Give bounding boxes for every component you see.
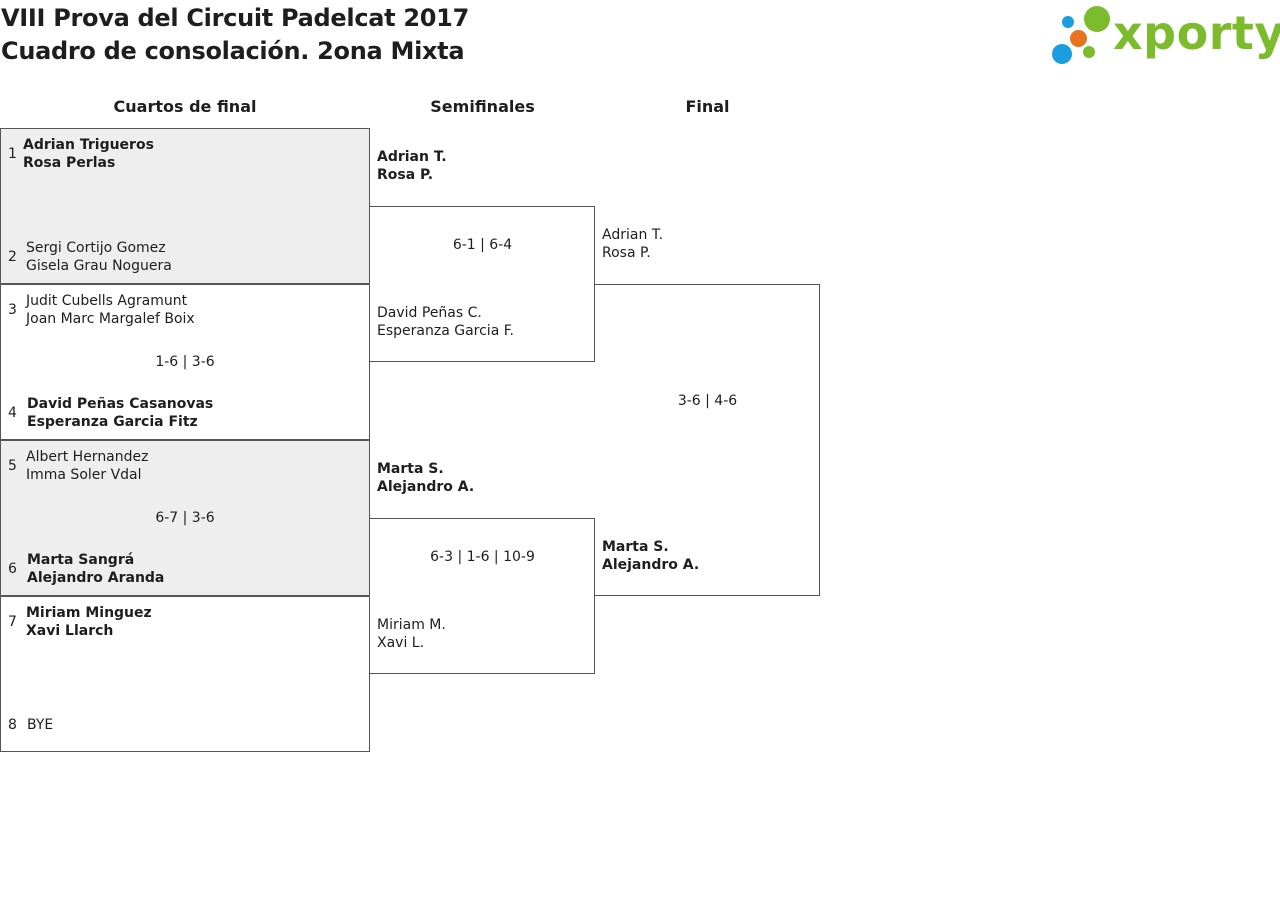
player-name: Imma Soler Vdal	[26, 467, 142, 483]
player-name: Rosa P.	[602, 245, 651, 261]
player-name: Rosa P.	[377, 167, 434, 183]
seed-number: 8	[8, 717, 17, 733]
semifinal-match-2	[370, 518, 595, 674]
seed-number: 3	[8, 302, 17, 318]
player-name: Miriam M.	[377, 617, 446, 633]
logo-text: xporty	[1113, 6, 1280, 60]
pair-name[interactable]: Marta S. Alejandro A.	[602, 538, 699, 574]
player-name: Adrian Trigueros	[23, 137, 154, 153]
player-name: Sergi Cortijo Gomez	[26, 240, 166, 256]
match-score: 6-1 | 6-4	[452, 237, 513, 253]
pair-name[interactable]: David Peñas Casanovas Esperanza Garcia F…	[27, 395, 213, 431]
seed-number: 4	[8, 405, 17, 421]
player-name: Esperanza Garcia Fitz	[27, 414, 198, 430]
match-score: 6-3 | 1-6 | 10-9	[430, 549, 535, 565]
pair-name[interactable]: Adrian T. Rosa P.	[602, 226, 663, 262]
pair-name[interactable]: Sergi Cortijo Gomez Gisela Grau Noguera	[26, 239, 172, 275]
pair-name[interactable]: Marta S. Alejandro A.	[377, 460, 474, 496]
player-name: David Peñas C.	[377, 305, 482, 321]
player-name: Marta S.	[377, 461, 444, 477]
player-name: Judit Cubells Agramunt	[26, 293, 188, 309]
seed-number: 6	[8, 561, 17, 577]
player-name: Miriam Minguez	[26, 605, 152, 621]
logo-dot-blue-large-icon	[1052, 44, 1072, 64]
pair-name[interactable]: Adrian T. Rosa P.	[377, 148, 447, 184]
logo-dot-blue-small-icon	[1062, 16, 1074, 28]
pair-name[interactable]: Miriam Minguez Xavi Llarch	[26, 604, 152, 640]
round-heading-quarterfinals: Cuartos de final	[113, 97, 257, 116]
player-name: David Peñas Casanovas	[27, 396, 214, 412]
match-score: 3-6 | 4-6	[677, 393, 738, 409]
quarterfinal-match-3	[0, 440, 370, 596]
player-name: Albert Hernandez	[26, 449, 149, 465]
round-heading-final: Final	[685, 97, 730, 116]
player-name: Joan Marc Margalef Boix	[26, 311, 195, 327]
page-subtitle: Cuadro de consolación. 2ona Mixta	[1, 37, 465, 65]
match-score: 6-7 | 3-6	[155, 510, 215, 526]
pair-name[interactable]: Marta Sangrá Alejandro Aranda	[27, 551, 164, 587]
pair-name[interactable]: Miriam M. Xavi L.	[377, 616, 446, 652]
logo-dot-orange-icon	[1070, 30, 1087, 47]
player-name: Marta S.	[602, 539, 669, 555]
logo-dot-green-small-icon	[1083, 46, 1095, 58]
pair-name[interactable]: Judit Cubells Agramunt Joan Marc Margale…	[26, 292, 195, 328]
player-name: Alejandro A.	[377, 479, 475, 495]
logo-dot-green-icon	[1084, 6, 1110, 32]
final-match	[595, 284, 820, 596]
player-name: Gisela Grau Noguera	[26, 258, 172, 274]
player-name: Marta Sangrá	[27, 552, 135, 568]
xporty-logo[interactable]: xporty	[1050, 4, 1280, 66]
player-name: Alejandro Aranda	[27, 570, 165, 586]
semifinal-match-1	[370, 206, 595, 362]
seed-number: 5	[8, 458, 17, 474]
player-name: Xavi L.	[377, 635, 425, 651]
player-name: Adrian T.	[377, 149, 447, 165]
player-name: Adrian T.	[602, 227, 664, 243]
quarterfinal-match-2	[0, 284, 370, 440]
player-name: Rosa Perlas	[23, 155, 116, 171]
page-title: VIII Prova del Circuit Padelcat 2017	[1, 4, 469, 32]
match-score: 1-6 | 3-6	[155, 354, 215, 370]
pair-name[interactable]: David Peñas C. Esperanza Garcia F.	[377, 304, 514, 340]
player-name: Alejandro A.	[602, 557, 700, 573]
quarterfinal-match-1	[0, 128, 370, 284]
pair-name[interactable]: Albert Hernandez Imma Soler Vdal	[26, 448, 149, 484]
pair-name[interactable]: Adrian Trigueros Rosa Perlas	[23, 136, 154, 172]
seed-number: 7	[8, 614, 17, 630]
player-name: Xavi Llarch	[26, 623, 114, 639]
player-name: BYE	[27, 717, 54, 733]
seed-number: 2	[8, 249, 17, 265]
player-name: Esperanza Garcia F.	[377, 323, 514, 339]
seed-number: 1	[8, 146, 17, 162]
quarterfinal-match-4	[0, 596, 370, 752]
pair-name[interactable]: BYE	[27, 716, 53, 734]
round-heading-semifinals: Semifinales	[430, 97, 535, 116]
